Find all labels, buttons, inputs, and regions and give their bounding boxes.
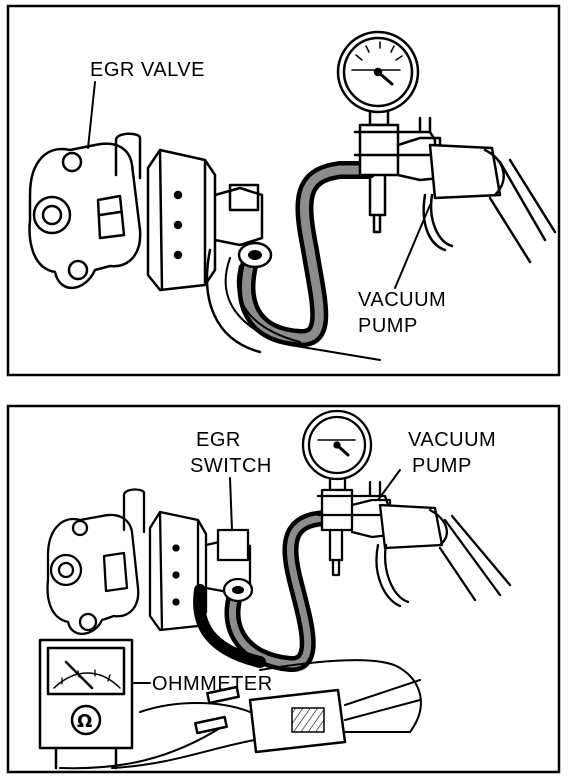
vacuum-pump-label-line2: PUMP [358,315,418,337]
vacuum-pump-leader-2 [377,469,401,501]
gauge-icon [336,30,420,114]
omega-icon: Ω [77,711,92,732]
egr-valve-icon [28,132,264,292]
egr-switch-label-line1: EGR [196,429,241,451]
vacuum-pump-leader-1 [394,204,431,289]
egr-valve-leader [87,81,96,149]
vacuum-pump-label-line1: VACUUM [358,289,446,311]
egr-switch-label-line2: SWITCH [190,455,272,477]
egr-valve-icon [46,488,252,635]
panel-egr-switch-test: Ω EGR SWITCH VACUUM PUMP OHMMETER [6,404,561,774]
egr-valve-label: EGR VALVE [90,59,205,81]
vacuum-pump-icon [301,409,512,608]
vacuum-pump-icon [336,30,557,264]
egr-switch-leader [229,477,233,531]
gauge-icon [301,409,373,481]
panel-egr-valve-test: EGR VALVE VACUUM PUMP [6,4,561,377]
vacuum-hose [193,510,353,672]
ohmmeter-label: OHMMETER [152,673,273,695]
vacuum-hose [205,161,381,361]
ohmmeter-icon: Ω [38,638,422,770]
vacuum-pump-label-line2: PUMP [412,455,472,477]
vacuum-pump-label-line1: VACUUM [408,429,496,451]
